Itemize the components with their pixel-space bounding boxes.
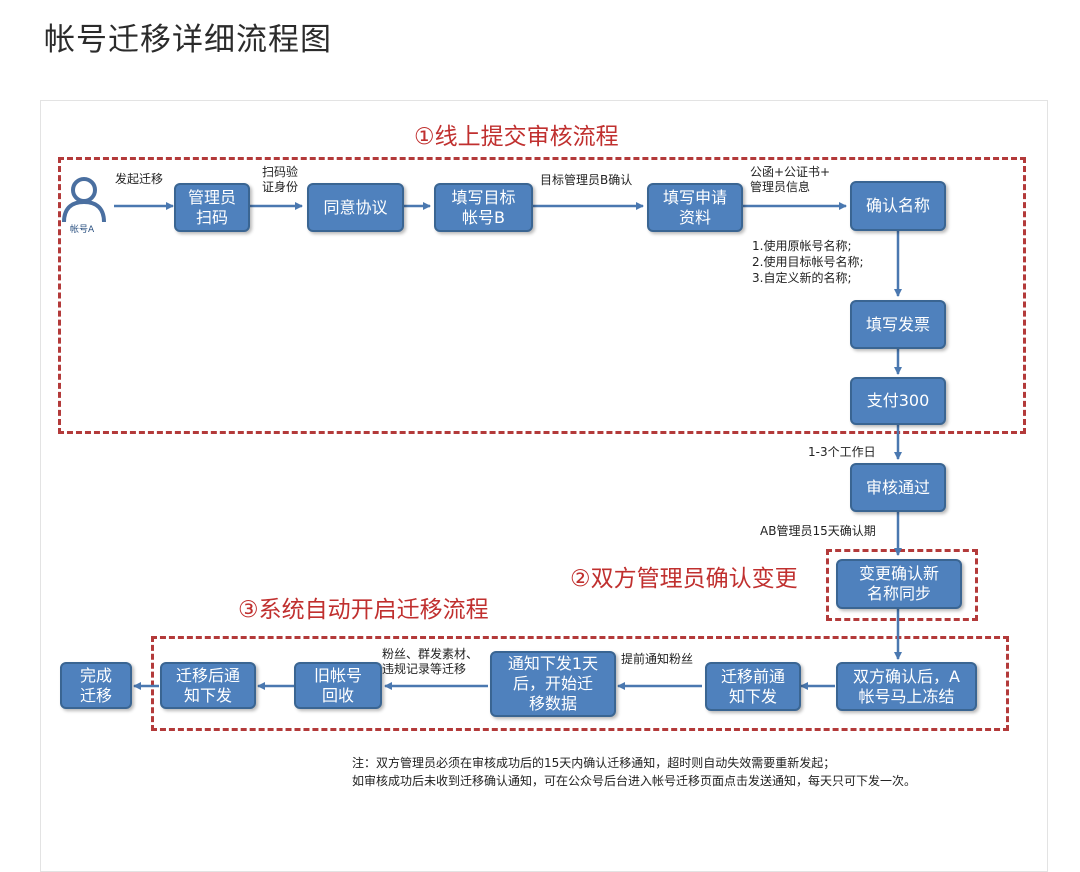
node-notify-after: 迁移后通 知下发 xyxy=(160,662,256,709)
node-confirm-new-name: 变更确认新 名称同步 xyxy=(836,559,962,609)
page-title: 帐号迁移详细流程图 xyxy=(44,22,332,58)
edge-label-migrate-items: 粉丝、群发素材、 违规记录等迁移 xyxy=(382,647,479,676)
footnote-line-2: 如审核成功后未收到迁移确认通知，可在公众号后台进入帐号迁移页面点击发送通知，每天… xyxy=(352,774,917,788)
node-notify-after-label: 迁移后通 知下发 xyxy=(175,665,240,705)
node-confirm-name: 确认名称 xyxy=(850,181,946,231)
stage-2-title: ②双方管理员确认变更 xyxy=(570,566,798,592)
node-fill-target-label: 填写目标 帐号B xyxy=(451,187,516,227)
actor-label: 帐号A xyxy=(70,225,95,235)
node-approved: 审核通过 xyxy=(850,463,946,512)
node-freeze: 双方确认后，A 帐号马上冻结 xyxy=(836,662,977,711)
footnote: 注：双方管理员必须在审核成功后的15天内确认迁移通知，超时则自动失效需要重新发起… xyxy=(352,754,916,790)
edge-label-review-time: 1-3个工作日 xyxy=(808,445,876,459)
node-pay-label: 支付300 xyxy=(866,391,930,410)
stage-1-frame xyxy=(58,157,1026,434)
edge-label-name-options: 1.使用原帐号名称; 2.使用目标帐号名称; 3.自定义新的名称; xyxy=(752,239,864,285)
edge-label-docs: 公函+公证书+ 管理员信息 xyxy=(750,165,831,194)
node-fill-target: 填写目标 帐号B xyxy=(434,183,533,232)
user-icon xyxy=(62,177,106,223)
node-pay: 支付300 xyxy=(850,377,946,425)
node-freeze-label: 双方确认后，A 帐号马上冻结 xyxy=(853,666,960,706)
node-old-recycle-label: 旧帐号 回收 xyxy=(313,665,362,705)
node-confirm-name-label: 确认名称 xyxy=(865,196,930,215)
node-done: 完成 迁移 xyxy=(60,662,132,709)
stage-1-title: ①线上提交审核流程 xyxy=(414,124,619,150)
node-confirm-new-name-label: 变更确认新 名称同步 xyxy=(858,564,939,603)
edge-label-advance-fans: 提前通知粉丝 xyxy=(621,652,694,666)
node-invoice-label: 填写发票 xyxy=(865,314,930,334)
node-fill-apply: 填写申请 资料 xyxy=(647,183,743,232)
edge-label-start: 发起迁移 xyxy=(115,172,164,186)
stage-3-frame xyxy=(151,636,1009,731)
node-agree-label: 同意协议 xyxy=(323,197,388,217)
stage-3-title: ③系统自动开启迁移流程 xyxy=(238,597,489,623)
node-approved-label: 审核通过 xyxy=(865,477,930,497)
node-invoice: 填写发票 xyxy=(850,300,946,349)
stage-2-frame xyxy=(826,549,978,621)
edge-label-confirm-period: AB管理员15天确认期 xyxy=(760,524,876,538)
node-agree: 同意协议 xyxy=(307,183,404,232)
node-notify-start-label: 通知下发1天 后，开始迁 移数据 xyxy=(507,654,599,713)
node-fill-apply-label: 填写申请 资料 xyxy=(662,187,727,227)
node-notify-before-label: 迁移前通 知下发 xyxy=(720,666,785,706)
edge-label-scan-verify: 扫码验 证身份 xyxy=(262,165,299,194)
node-admin-scan: 管理员 扫码 xyxy=(174,183,250,232)
edge-label-b-confirm: 目标管理员B确认 xyxy=(540,173,633,187)
node-notify-start: 通知下发1天 后，开始迁 移数据 xyxy=(490,651,616,717)
node-notify-before: 迁移前通 知下发 xyxy=(705,662,801,711)
node-admin-scan-label: 管理员 扫码 xyxy=(187,187,236,227)
node-old-recycle: 旧帐号 回收 xyxy=(294,662,382,709)
footnote-line-1: 注：双方管理员必须在审核成功后的15天内确认迁移通知，超时则自动失效需要重新发起… xyxy=(352,756,836,770)
node-done-label: 完成 迁移 xyxy=(79,665,112,705)
